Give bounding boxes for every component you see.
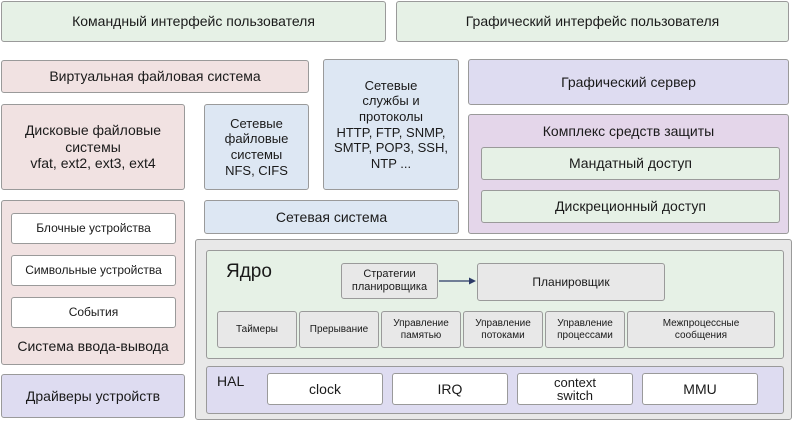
security-group: Комплекс средств защиты Мандатный доступ… [468, 114, 789, 234]
gui-box: Графический интерфейс пользователя [396, 1, 789, 42]
char-devices: Символьные устройства [11, 255, 176, 286]
disk-filesystems-box: Дисковые файловые системы vfat, ext2, ex… [1, 104, 185, 190]
io-system-group: Блочные устройства Символьные устройства… [1, 200, 185, 365]
kernel-title: Ядро [226, 261, 272, 282]
discretionary-access: Дискреционный доступ [481, 190, 780, 223]
ipc-module: Межпроцессные сообщения [627, 311, 775, 348]
memory-management-module: Управление памятью [381, 311, 461, 348]
cli-box: Командный интерфейс пользователя [1, 1, 386, 42]
security-title: Комплекс средств защиты [542, 123, 715, 139]
hal-title: HAL [217, 373, 245, 389]
vfs-box: Виртуальная файловая система [1, 60, 309, 93]
device-drivers-box: Драйверы устройств [1, 374, 185, 418]
hal-context-switch: context switch [517, 373, 633, 405]
network-system-box: Сетевая система [204, 200, 459, 234]
io-system-title: Система ввода-вывода [17, 338, 169, 354]
scheduler-strategies: Стратегии планировщика [341, 263, 438, 299]
process-management-module: Управление процессами [545, 311, 625, 348]
graphics-server-box: Графический сервер [468, 59, 789, 105]
thread-management-module: Управление потоками [463, 311, 543, 348]
interrupt-module: Прерывание [299, 311, 379, 348]
network-filesystems-box: Сетевые файловые системы NFS, CIFS [204, 104, 309, 190]
network-services-box: Сетевые службы и протоколы HTTP, FTP, SN… [323, 59, 459, 190]
events: События [11, 297, 176, 328]
timers-module: Таймеры [217, 311, 297, 348]
kernel-hal-group: Ядро Стратегии планировщика Планировщик … [195, 239, 792, 420]
hal-clock: clock [267, 373, 383, 405]
kernel-group: Ядро Стратегии планировщика Планировщик … [206, 250, 784, 359]
arrow-icon [439, 277, 476, 285]
hal-mmu: MMU [642, 373, 758, 405]
block-devices: Блочные устройства [11, 213, 176, 244]
hal-irq: IRQ [392, 373, 508, 405]
hal-group: HAL clock IRQ context switch MMU [206, 366, 784, 414]
mandatory-access: Мандатный доступ [481, 147, 780, 180]
scheduler: Планировщик [477, 263, 665, 301]
